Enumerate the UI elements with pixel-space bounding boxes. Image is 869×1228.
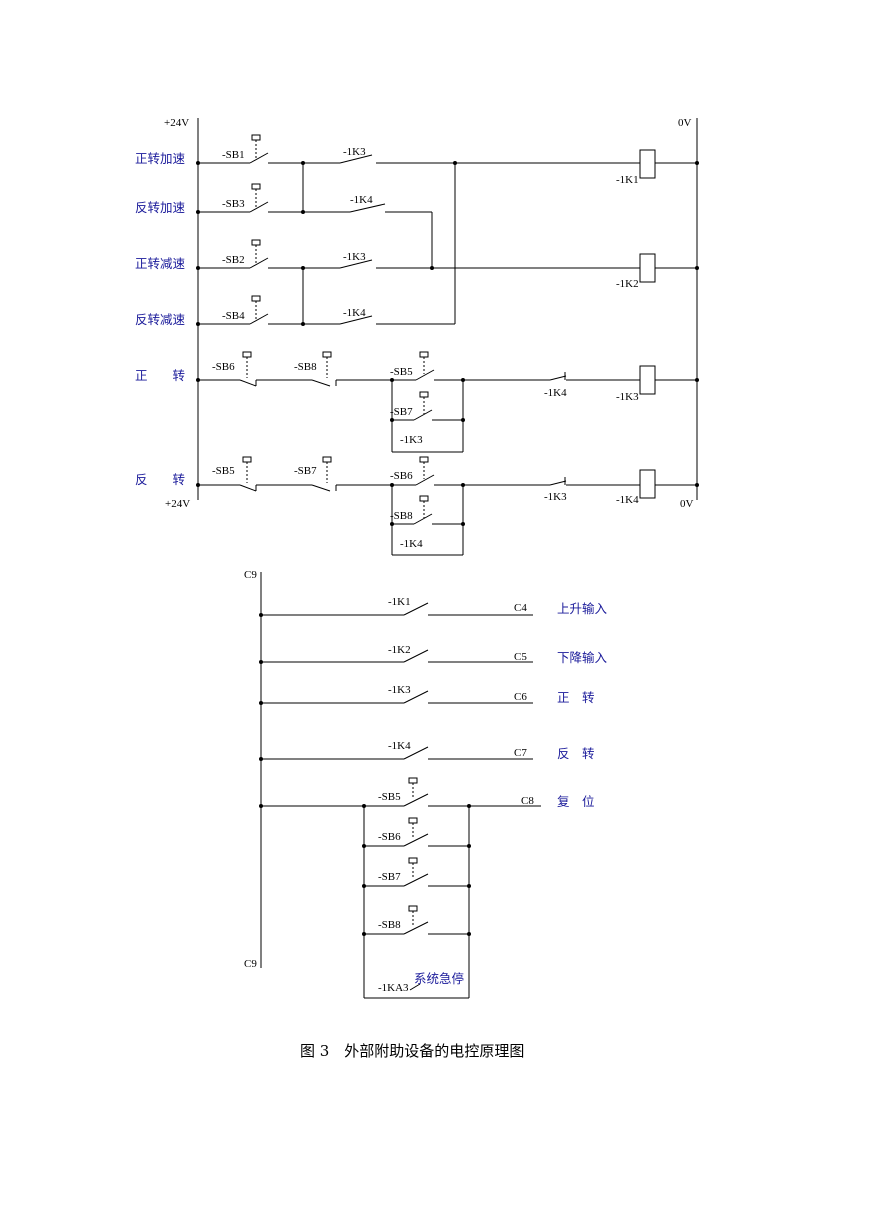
output-row-c7 [259, 746, 533, 761]
output-contact-label-1: -1K1 [388, 596, 411, 608]
label-r3-1k3: -1K3 [343, 251, 366, 263]
label-sb4: -SB4 [222, 310, 245, 322]
terminal-label-c4: C4 [514, 602, 527, 614]
function-label-4: 反 转 [557, 746, 595, 761]
function-label-1: 上升输入 [557, 601, 608, 616]
output-row-c8 [259, 777, 541, 999]
output-contact-label-3: -1K3 [388, 684, 411, 696]
label-r6-sb6: -SB6 [390, 470, 413, 482]
terminal-label-c7: C7 [514, 747, 527, 759]
row-5-forward [196, 351, 699, 453]
output-contact-label-5: -SB5 [378, 791, 401, 803]
bus-label-bottom: C9 [244, 958, 257, 970]
parallel-label-sb7: -SB7 [378, 871, 401, 883]
function-label-5: 复 位 [557, 794, 595, 809]
parallel-label-sb8: -SB8 [378, 919, 401, 931]
row-3-forward-decel [196, 239, 699, 283]
output-row-c6 [259, 690, 533, 705]
figure-caption: 图 3 外部附助设备的电控原理图 [300, 1042, 524, 1060]
label-r4-1k4: -1K4 [343, 307, 366, 319]
label-r5-1k3: -1K3 [400, 434, 423, 446]
label-r5-sb8: -SB8 [294, 361, 317, 373]
label-r6-sb5: -SB5 [212, 465, 235, 477]
coil-label-1k2: -1K2 [616, 278, 639, 290]
label-r6-sb7: -SB7 [294, 465, 317, 477]
coil-label-1k3: -1K3 [616, 391, 639, 403]
row-4-reverse-decel [196, 163, 456, 326]
row-6-reverse [196, 456, 699, 556]
terminal-label-c6: C6 [514, 691, 527, 703]
row-label-reverse-decel: 反转减速 [135, 312, 186, 327]
supply-label-bottom-right: 0V [680, 498, 694, 510]
output-contact-label-2: -1K2 [388, 644, 411, 656]
coil-label-1k1: -1K1 [616, 174, 639, 186]
supply-label-bottom-left: +24V [165, 498, 190, 510]
bus-label-top: C9 [244, 569, 257, 581]
coil-label-1k4: -1K4 [616, 494, 639, 506]
estop-label: 系统急停 [414, 971, 464, 986]
label-r6-sb8: -SB8 [390, 510, 413, 522]
row-label-reverse: 反 转 [135, 472, 185, 487]
row-label-forward-accel: 正转加速 [135, 151, 186, 166]
label-r1-1k3: -1K3 [343, 146, 366, 158]
label-r6-1k3: -1K3 [544, 491, 567, 503]
output-row-c5 [259, 649, 533, 664]
label-r5-sb5: -SB5 [390, 366, 413, 378]
label-r5-sb6: -SB6 [212, 361, 235, 373]
supply-label-top-right: 0V [678, 117, 692, 129]
terminal-label-c8: C8 [521, 795, 534, 807]
parallel-label-sb6: -SB6 [378, 831, 401, 843]
label-r6-1k4: -1K4 [400, 538, 423, 550]
row-label-reverse-accel: 反转加速 [135, 200, 186, 215]
terminal-label-c5: C5 [514, 651, 527, 663]
output-contact-label-4: -1K4 [388, 740, 411, 752]
function-label-2: 下降输入 [557, 650, 608, 665]
label-sb1: -SB1 [222, 149, 245, 161]
row-label-forward: 正 转 [135, 368, 185, 383]
label-sb2: -SB2 [222, 254, 245, 266]
row-label-forward-decel: 正转减速 [135, 256, 186, 271]
row-1-forward-accel [196, 134, 699, 179]
supply-label-top-left: +24V [164, 117, 189, 129]
label-r2-1k4: -1K4 [350, 194, 373, 206]
label-r5-sb7: -SB7 [390, 406, 413, 418]
parallel-label-1ka3: -1KA3 [378, 982, 409, 994]
output-row-c4 [259, 602, 533, 617]
label-sb3: -SB3 [222, 198, 245, 210]
row-2-reverse-accel [196, 163, 433, 268]
function-label-3: 正 转 [557, 690, 595, 705]
label-r5-1k4: -1K4 [544, 387, 567, 399]
